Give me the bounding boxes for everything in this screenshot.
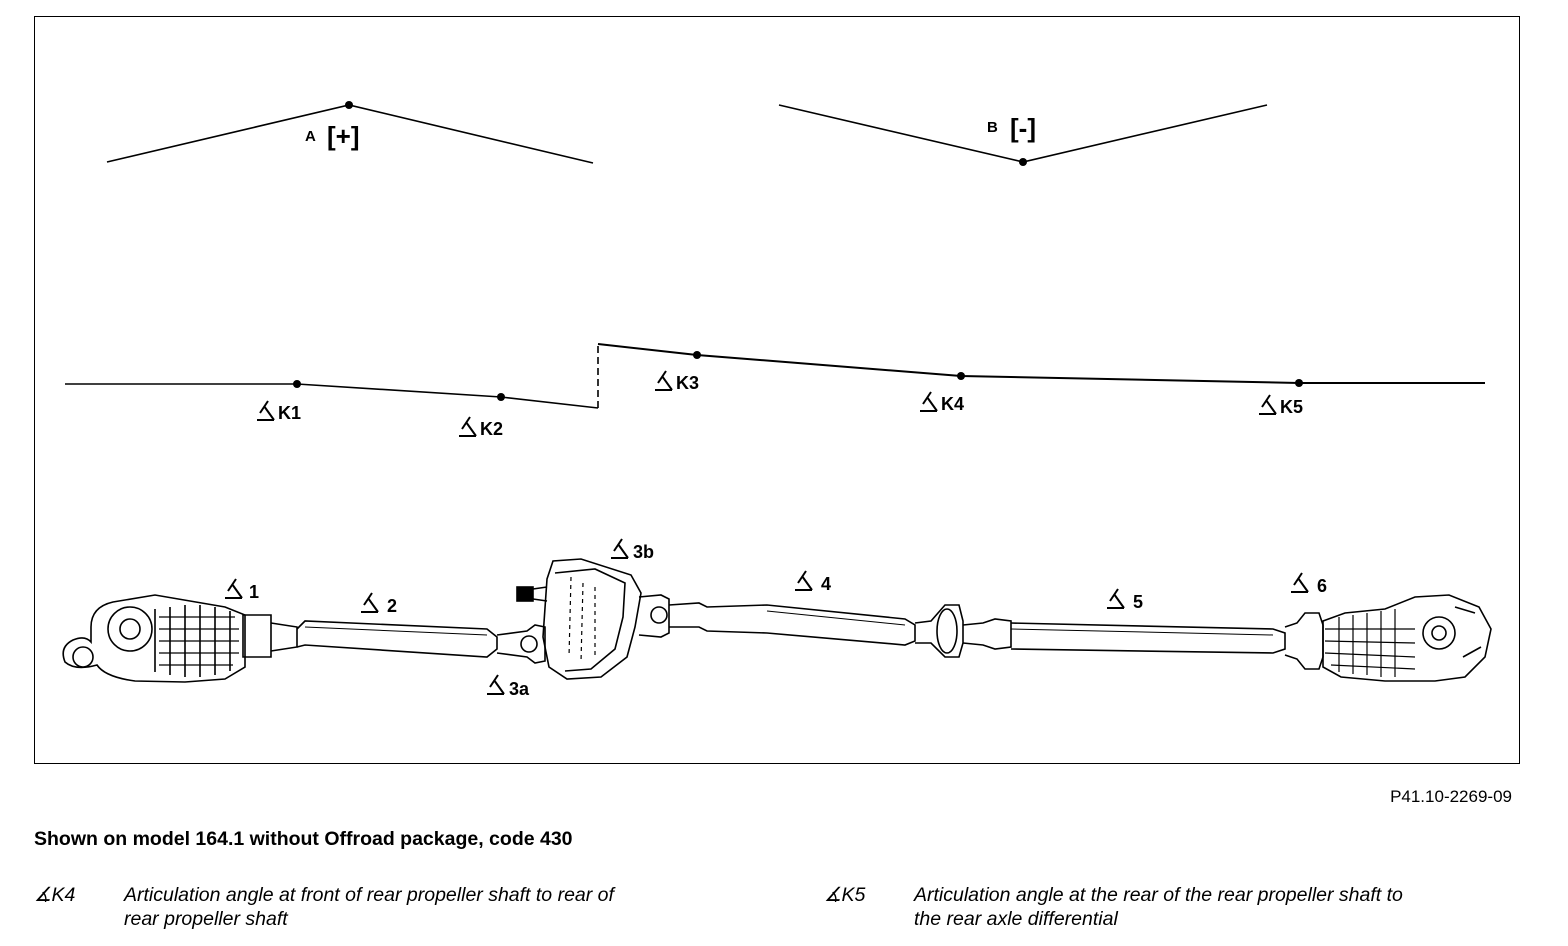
angle-k5-label: K5	[1258, 394, 1303, 417]
joint-3b-label: 3b	[610, 538, 654, 562]
k4-text: K4	[941, 394, 964, 414]
joint-2-text: 2	[387, 596, 397, 616]
joint-3a-label: 3a	[486, 674, 530, 699]
joint-6-label: 6	[1290, 572, 1327, 596]
k3-text: K3	[676, 373, 699, 393]
sign-b-letter: B	[987, 119, 998, 136]
legend-description-k4-line1: Articulation angle at front of rear prop…	[124, 884, 614, 906]
legend-description-k5: Articulation angle at the rear of the re…	[914, 883, 1403, 931]
joint-5-text: 5	[1133, 592, 1143, 612]
sign-convention-a: A [+]	[106, 101, 594, 164]
legend-description-k4-line2: rear propeller shaft	[124, 908, 288, 930]
front-axle-differential	[62, 594, 246, 683]
k5-text: K5	[1280, 397, 1303, 417]
sign-a-symbol: [+]	[327, 121, 360, 151]
joint-5-label: 5	[1106, 588, 1143, 612]
joint-1-text: 1	[249, 582, 259, 602]
transfer-case	[516, 558, 642, 680]
diagram-frame: A [+] B [-] K1 K2	[34, 16, 1520, 764]
sign-b-symbol: [-]	[1010, 113, 1036, 143]
joint-4-text: 4	[821, 574, 831, 594]
joint-3a-text: 3a	[509, 679, 530, 699]
angle-k2-label: K2	[458, 416, 503, 439]
joint-3b-text: 3b	[633, 542, 654, 562]
legend-description-k5-line2: the rear axle differential	[914, 908, 1118, 930]
legend-description-k4: Articulation angle at front of rear prop…	[124, 883, 614, 931]
angle-k1-label: K1	[256, 400, 301, 423]
propeller-shaft-diagram: A [+] B [-] K1 K2	[62, 101, 1492, 699]
joint-4-label: 4	[794, 570, 831, 594]
center-bearing	[914, 604, 964, 658]
drivetrain-illustration	[62, 558, 1492, 683]
rear-axle-differential	[1322, 594, 1492, 682]
legend-symbol-k5: ∡K5	[824, 884, 866, 906]
legend-description-k5-line1: Articulation angle at the rear of the re…	[914, 884, 1403, 906]
figure-id: P41.10-2269-09	[1390, 787, 1512, 806]
joint-6-text: 6	[1317, 576, 1327, 596]
kinematic-line	[65, 343, 1485, 409]
figure-caption: Shown on model 164.1 without Offroad pac…	[34, 828, 573, 850]
k1-text: K1	[278, 403, 301, 423]
angle-k4-label: K4	[919, 391, 964, 414]
angle-k3-label: K3	[654, 370, 699, 393]
k2-text: K2	[480, 419, 503, 439]
sign-a-letter: A	[305, 128, 316, 145]
legend-symbol-k4: ∡K4	[34, 884, 76, 906]
joint-1-label: 1	[224, 578, 259, 602]
sign-convention-b: B [-]	[778, 104, 1268, 166]
joint-2-label: 2	[360, 592, 397, 616]
